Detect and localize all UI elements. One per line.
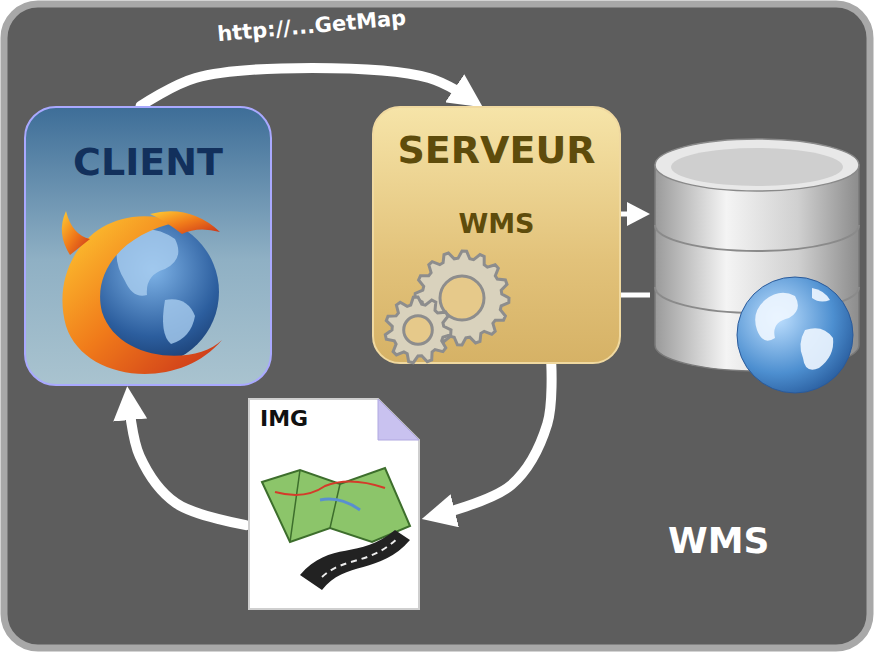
firefox-logo xyxy=(62,211,222,374)
node-title: IMG xyxy=(260,406,408,431)
image-document: IMG xyxy=(248,398,420,610)
gear xyxy=(415,251,509,345)
diagram-label: WMS xyxy=(668,520,769,561)
client-box: CLIENT xyxy=(24,106,272,386)
node-title: SERVEUR xyxy=(374,128,619,172)
request-url: http://...GetMap xyxy=(216,5,407,45)
database-icon xyxy=(655,139,859,393)
server-box: SERVEUR WMS xyxy=(372,106,621,364)
flow-arrow xyxy=(435,364,552,516)
flow-arrow xyxy=(128,400,246,525)
map-icon xyxy=(262,468,410,590)
flow-arrow xyxy=(141,68,472,106)
panel xyxy=(4,4,870,648)
gear-icon xyxy=(385,251,509,363)
node-subtitle: WMS xyxy=(374,208,619,239)
node-title: CLIENT xyxy=(26,140,270,184)
gear-hub xyxy=(440,276,484,320)
gear-hub xyxy=(404,316,433,345)
gear xyxy=(385,297,451,363)
